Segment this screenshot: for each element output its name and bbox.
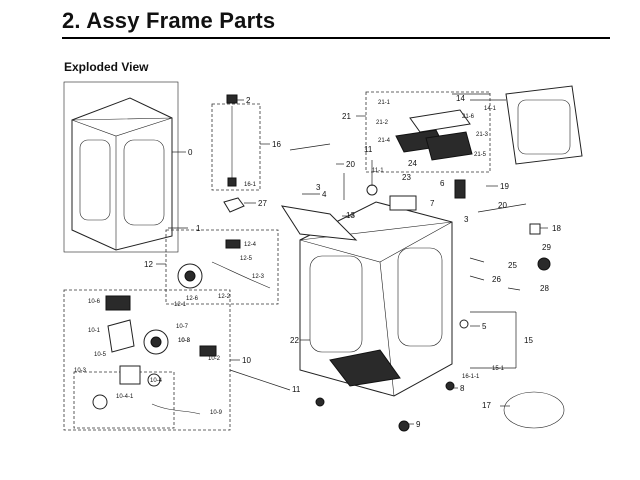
label-14: 14: [456, 94, 465, 103]
label-14-1: 14-1: [484, 106, 497, 112]
label-10-2: 10-2: [208, 356, 221, 362]
drain-hose-part: [503, 391, 565, 429]
label-10-4-1: 10-4-1: [116, 394, 134, 400]
label-29: 29: [542, 243, 551, 252]
label-17: 17: [482, 401, 491, 410]
leader-lines: [156, 93, 548, 425]
label-12-1: 12-1: [174, 302, 187, 308]
label-28: 28: [540, 284, 549, 293]
detergent-drawer-part: [395, 109, 473, 161]
label-24: 24: [408, 159, 417, 168]
title-underline: [62, 37, 610, 39]
label-8: 8: [460, 384, 465, 393]
label-3: 3: [316, 183, 321, 192]
label-7: 7: [430, 199, 435, 208]
label-21: 21: [342, 112, 351, 121]
label-12-3: 12-3: [252, 274, 265, 280]
label-10-5: 10-5: [94, 352, 107, 358]
label-21-2: 21-2: [376, 120, 389, 126]
label-10-6: 10-6: [88, 299, 101, 305]
label-5: 5: [482, 322, 487, 331]
label-10: 10: [242, 356, 251, 365]
label-27: 27: [258, 199, 267, 208]
motor-group-box: [63, 289, 231, 431]
label-16: 16: [272, 140, 281, 149]
label-18: 18: [552, 224, 561, 233]
top-frame-brace: [280, 205, 358, 241]
label-26: 26: [492, 275, 501, 284]
drain-pump-part: [177, 239, 271, 289]
cabinet-frame-box: [63, 81, 179, 253]
label-12-5: 12-5: [240, 256, 253, 262]
label-10-8: 10-8: [178, 338, 191, 344]
main-frame-part: [299, 201, 453, 397]
label-15-1: 15-1: [492, 366, 505, 372]
label-12-4: 12-4: [244, 242, 257, 248]
label-21-3: 21-3: [476, 132, 489, 138]
label-21-4: 21-4: [378, 138, 391, 144]
label-19: 19: [500, 182, 509, 191]
label-10-3: 10-3: [178, 338, 191, 344]
label-20: 20: [346, 160, 355, 169]
motor-part: [92, 295, 217, 415]
label-16-1-1: 16-1-1: [462, 374, 480, 380]
page-title: 2. Assy Frame Parts: [62, 8, 276, 33]
label-23: 23: [402, 173, 411, 182]
label-16-1: 16-1: [244, 182, 257, 188]
label-21-1: 21-1: [378, 100, 391, 106]
label-21-5: 21-5: [474, 152, 487, 158]
label-11: 11: [364, 145, 373, 154]
label-13: 13: [346, 211, 355, 220]
label-21-6: 21-6: [462, 114, 475, 120]
label-25: 25: [508, 261, 517, 270]
label-4: 4: [322, 190, 327, 199]
pump-group-box: [165, 229, 279, 305]
label-15: 15: [524, 336, 533, 345]
label-11b: 11: [292, 385, 301, 394]
section-subtitle: Exploded View: [64, 60, 149, 74]
label-0: 0: [188, 148, 193, 157]
label-12: 12: [144, 260, 153, 269]
small-parts: [289, 143, 551, 432]
label-11-1: 11-1: [372, 168, 384, 174]
label-9: 9: [416, 420, 421, 429]
label-10-7: 10-7: [176, 324, 189, 330]
label-2: 2: [246, 96, 251, 105]
back-panel-part: [505, 85, 583, 165]
label-10-9: 10-9: [210, 410, 223, 416]
label-10-3b: 10-3: [74, 368, 87, 374]
label-12-2: 12-2: [218, 294, 231, 300]
cabinet-part: [71, 97, 173, 251]
label-6: 6: [440, 179, 445, 188]
label-12-6: 12-6: [186, 296, 199, 302]
detergent-group-box: [365, 91, 491, 173]
label-10-4: 10-4: [150, 378, 163, 384]
inlet-hose-part: [223, 94, 245, 213]
hose-group-box: [211, 103, 261, 191]
label-3b: 3: [464, 215, 469, 224]
label-10-1: 10-1: [88, 328, 101, 334]
label-20b: 20: [498, 201, 507, 210]
label-22: 22: [290, 336, 299, 345]
label-1: 1: [196, 224, 201, 233]
